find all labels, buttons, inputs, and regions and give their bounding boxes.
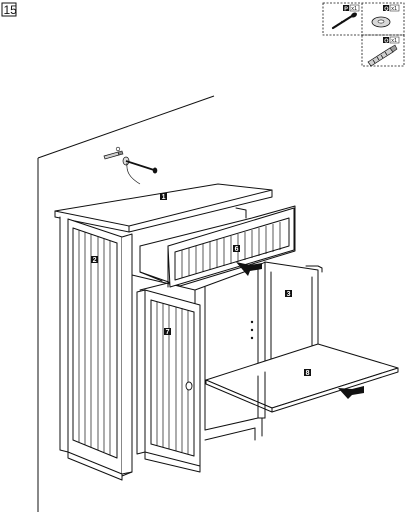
svg-text:x1: x1: [391, 6, 397, 12]
wall-plug-icon: [367, 44, 398, 67]
step-number: 15: [4, 3, 18, 17]
push-arrow-shelf: [338, 386, 364, 399]
svg-text:O: O: [384, 38, 389, 44]
cabinet-top: 1: [54, 183, 273, 233]
screw-icon: [331, 12, 357, 30]
part-label-top: 1: [162, 194, 166, 201]
hardware-panel: P x1 Q x1 O x1: [322, 2, 405, 67]
step-number-box: 15: [1, 2, 18, 17]
back-panel: 3: [257, 261, 323, 377]
part-label-side: 2: [93, 257, 97, 264]
wall: [37, 95, 215, 512]
hardware-p-tag: P x1: [343, 4, 360, 12]
rear-leg: [257, 371, 266, 419]
washer-icon: [371, 16, 391, 28]
part-label-door: 7: [166, 329, 170, 336]
svg-text:x1: x1: [391, 38, 397, 44]
svg-text:Q: Q: [384, 6, 389, 12]
svg-text:P: P: [344, 6, 348, 12]
side-panel-left: 2: [59, 216, 133, 475]
door-knob-icon: [185, 381, 193, 391]
hardware-o-tag: O x1: [383, 36, 400, 44]
drawer: 6: [139, 205, 296, 288]
wall-fixing: [103, 146, 158, 185]
push-arrow-drawer: [236, 262, 262, 276]
part-label-shelf: 8: [306, 370, 310, 377]
svg-text:x1: x1: [351, 6, 357, 12]
part-label-drawer: 6: [235, 246, 239, 253]
part-label-back: 3: [287, 291, 291, 298]
cabinet-base: [67, 451, 201, 481]
shelf: 8: [205, 343, 399, 413]
hardware-q-tag: Q x1: [383, 4, 400, 12]
door: 7: [136, 289, 201, 467]
